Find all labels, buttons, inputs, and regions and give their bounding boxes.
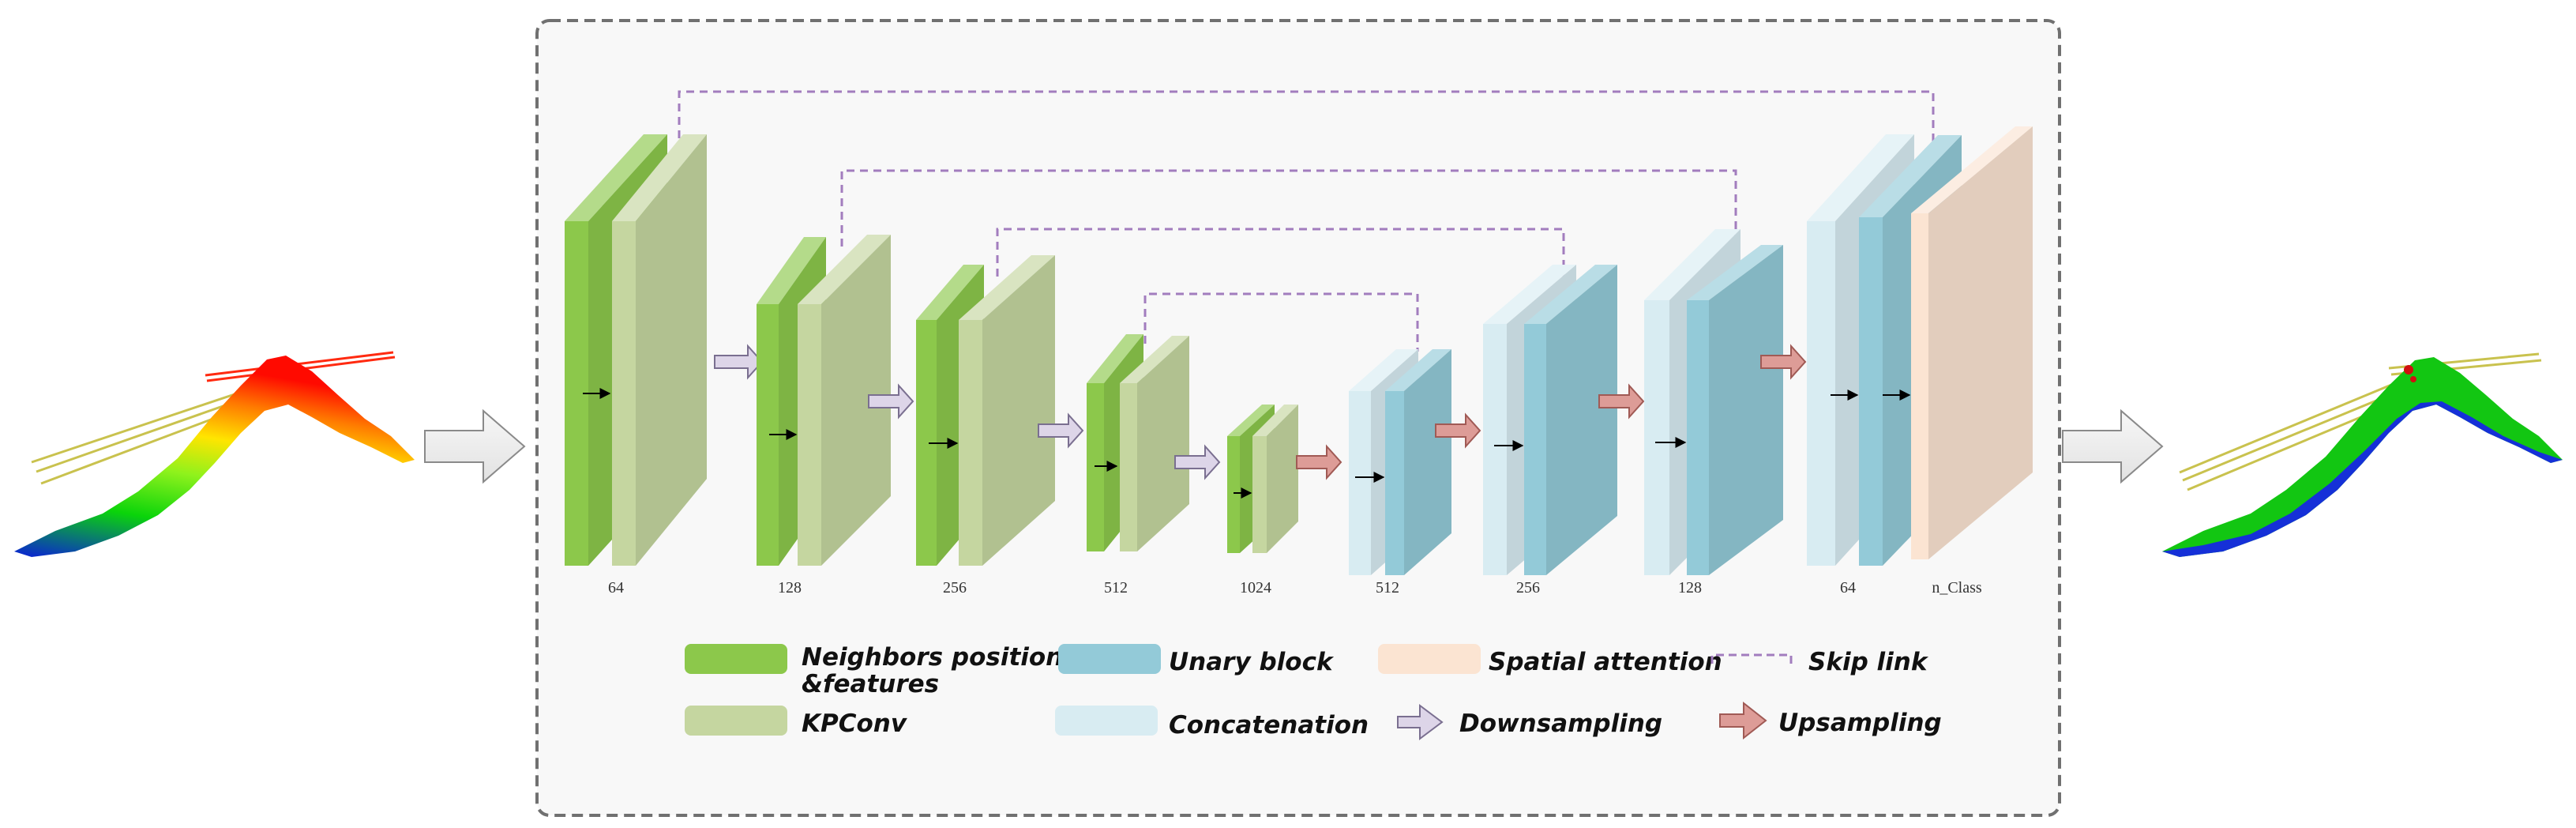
layer-label-512: 512 [1104,579,1128,597]
block-concat-128-top [1644,229,1740,300]
block-neighbors-256-top [916,265,984,320]
legend-kpconv: KPConv [802,709,908,738]
layer-labels: 64 128 256 512 1024 512 256 128 64 n_Cla… [608,579,1982,597]
block-neighbors-64-front [565,221,588,566]
block-kpconv-64-front [612,221,636,566]
layer-label-128: 128 [778,579,802,597]
block-kpconv-256-front [959,320,982,566]
block-attention-n-class-top [1911,126,2033,213]
block-neighbors-512-top [1087,334,1143,383]
block-unary-256-top [1524,265,1617,324]
block-attention-n-class-front [1911,213,1928,559]
block-concat-512-front [1349,391,1371,575]
block-neighbors-128-top [757,237,826,304]
block-unary-64-front [1859,217,1883,566]
input-arrow [424,408,526,484]
layer-label-512-up: 512 [1376,579,1399,597]
block-unary-512-top [1385,349,1451,391]
legend-swatch-downsampling [1397,704,1444,740]
downsample-arrow-3 [1038,412,1084,449]
skip-link-256 [996,228,1565,278]
layer-label-64: 64 [608,579,624,597]
block-neighbors-1024-top [1227,405,1275,436]
block-unary-512-front [1385,391,1404,575]
block-neighbors-128-front [757,304,779,566]
legend-swatch-upsampling [1719,701,1767,740]
layer-label-256: 256 [943,579,967,597]
block-attention-n-class-side [1928,126,2033,559]
block-concat-64-top [1807,134,1914,221]
block-kpconv-1024-front [1252,436,1267,553]
output-arrow [2062,408,2164,484]
legend-swatch-attention [1378,644,1481,674]
block-neighbors-256-front [916,320,937,566]
upsample-arrow-2 [1435,412,1481,449]
block-kpconv-128-top [798,235,891,304]
legend-neighbors-line1: Neighbors positions [802,643,1078,672]
legend-swatch-kpconv [685,706,787,736]
block-kpconv-128-side [821,235,891,566]
block-kpconv-256-side [982,255,1055,566]
block-kpconv-512-top [1120,336,1189,383]
legend-neighbors-line2: &features [802,670,939,698]
skip-links [678,90,1935,352]
layer-label-256-up: 256 [1516,579,1540,597]
legend-unary: Unary block [1169,648,1335,676]
downsample-arrow-4 [1174,444,1221,480]
block-concat-256-top [1483,265,1576,324]
block-unary-128-side [1709,245,1783,575]
block-unary-256-front [1524,324,1546,575]
layer-blocks [565,126,2033,575]
block-neighbors-512-front [1087,383,1104,551]
upsample-arrow-4 [1760,344,1807,380]
legend: Neighbors positions &features KPConv Una… [685,643,1942,740]
legend-skip: Skip link [1808,648,1929,676]
block-unary-64-top [1859,135,1962,217]
legend-concat: Concatenation [1169,711,1369,740]
legend-attention: Spatial attention [1489,648,1722,676]
block-kpconv-1024-top [1252,405,1298,436]
legend-swatch-concat [1055,706,1158,736]
legend-swatch-skip [1710,653,1793,664]
input-point-cloud [14,351,415,557]
block-unary-256-side [1546,265,1617,575]
block-neighbors-64-top [565,134,667,221]
legend-swatch-unary [1058,644,1161,674]
skip-link-512 [1143,292,1419,352]
layer-label-n-class: n_Class [1932,579,1982,597]
block-neighbors-1024-front [1227,436,1240,553]
block-kpconv-512-front [1120,383,1137,551]
legend-upsampling: Upsampling [1778,709,1942,737]
block-kpconv-1024-side [1267,405,1298,553]
block-unary-128-top [1687,245,1783,300]
block-kpconv-256-top [959,255,1055,320]
layer-label-128-up: 128 [1678,579,1702,597]
upsample-arrow-3 [1598,383,1645,420]
legend-downsampling: Downsampling [1459,709,1662,738]
block-concat-128-front [1644,300,1669,575]
block-unary-128-front [1687,300,1709,575]
block-kpconv-64-side [636,134,707,566]
block-kpconv-64-top [612,134,707,221]
skip-link-128 [840,169,1737,254]
layer-label-64-up: 64 [1840,579,1856,597]
block-kpconv-512-side [1137,336,1189,551]
block-kpconv-128-front [798,304,821,566]
downsample-arrow-1 [714,344,764,380]
block-concat-256-front [1483,324,1507,575]
block-concat-512-top [1349,349,1418,391]
skip-link-64 [678,90,1935,142]
output-point-cloud [2162,352,2563,557]
layer-label-1024: 1024 [1240,579,1271,597]
legend-swatch-neighbors [685,644,787,674]
block-unary-512-side [1404,349,1451,575]
downsample-arrow-2 [868,383,914,420]
block-concat-64-front [1807,221,1835,566]
upsample-arrow-1 [1296,444,1342,480]
